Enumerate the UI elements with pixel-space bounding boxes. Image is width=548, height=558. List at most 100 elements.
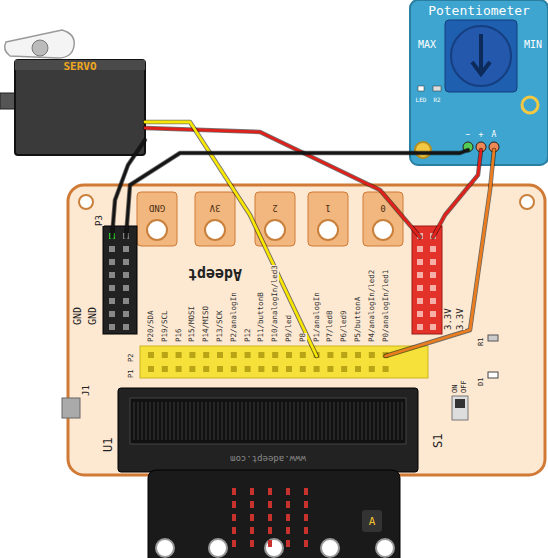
- header-pin: [355, 366, 361, 372]
- connector-rib: [194, 402, 195, 440]
- header-pin: [430, 285, 436, 291]
- header-pin: [123, 272, 129, 278]
- header-pin: [300, 366, 306, 372]
- header-pin: [369, 352, 375, 358]
- connector-rib: [242, 402, 243, 440]
- connector-rib: [218, 402, 219, 440]
- servo-drawing: [0, 30, 145, 155]
- pin-label: P20/SDA: [147, 310, 155, 342]
- pin-label: P8: [299, 333, 307, 342]
- header-pin: [123, 285, 129, 291]
- connector-rib: [150, 402, 151, 440]
- connector-rib: [226, 402, 227, 440]
- header-pin: [430, 272, 436, 278]
- header-pin: [300, 352, 306, 358]
- led: [250, 527, 254, 534]
- wire: [126, 150, 468, 237]
- header-pin: [327, 366, 333, 372]
- pin-label: P6/led9: [340, 310, 348, 342]
- connector-rib: [134, 402, 135, 440]
- led: [250, 488, 254, 495]
- connector-rib: [214, 402, 215, 440]
- led: [268, 514, 272, 521]
- header-pin: [148, 352, 154, 358]
- connector-rib: [146, 402, 147, 440]
- led: [268, 540, 272, 547]
- header-pin: [123, 246, 129, 252]
- header-pin: [417, 285, 423, 291]
- header-pin: [162, 352, 168, 358]
- header-pin: [176, 352, 182, 358]
- terminal-label: +: [479, 131, 484, 139]
- connector-rib: [374, 402, 375, 440]
- led: [304, 540, 308, 547]
- led: [268, 501, 272, 508]
- switch-label: ON: [452, 385, 459, 393]
- node-title: SERVO: [63, 61, 96, 72]
- pad-label: 1: [325, 203, 330, 212]
- connector-rib: [298, 402, 299, 440]
- part-label: LED: [416, 97, 427, 103]
- connector-rib: [326, 402, 327, 440]
- header-pin: [341, 366, 347, 372]
- connector-rib: [178, 402, 179, 440]
- pin-label: GND: [73, 307, 83, 325]
- led: [250, 540, 254, 547]
- header-pin: [176, 366, 182, 372]
- header-pin: [417, 259, 423, 265]
- header-pin: [430, 298, 436, 304]
- connector-rib: [302, 402, 303, 440]
- header-pin: [430, 259, 436, 265]
- pin-label: P5/buttonA: [354, 297, 362, 342]
- connector-rib: [282, 402, 283, 440]
- connector-rib: [362, 402, 363, 440]
- connector-rib: [366, 402, 367, 440]
- connector-rib: [390, 402, 391, 440]
- connector-rib: [190, 402, 191, 440]
- header-pin: [109, 311, 115, 317]
- connector-rib: [170, 402, 171, 440]
- connector-rib: [402, 402, 403, 440]
- terminal-label: A: [492, 131, 497, 139]
- header-pin: [383, 366, 389, 372]
- connector-rib: [338, 402, 339, 440]
- potentiometer-drawing: [410, 0, 548, 165]
- pad-label: GND: [149, 203, 165, 212]
- connector-rib: [234, 402, 235, 440]
- header-pin: [123, 298, 129, 304]
- header-pin: [123, 324, 129, 330]
- header-pin: [286, 366, 292, 372]
- header-pin: [231, 352, 237, 358]
- led: [304, 488, 308, 495]
- pin-label: P1: [128, 370, 135, 378]
- header-pin: [272, 352, 278, 358]
- connector-rib: [274, 402, 275, 440]
- header-pin: [109, 285, 115, 291]
- header-pin: [245, 352, 251, 358]
- button-label: A: [369, 516, 376, 527]
- pin-label: P13/SCK: [216, 310, 224, 342]
- part-label: R2: [433, 97, 440, 103]
- pin-label: P10/analogIn/led3: [271, 265, 279, 342]
- header-pin: [258, 352, 264, 358]
- node-text: MAX: [418, 40, 436, 50]
- pin-label: P19/SCL: [161, 310, 169, 342]
- connector-rib: [342, 402, 343, 440]
- header-pin: [109, 298, 115, 304]
- led: [250, 514, 254, 521]
- header-pin: [417, 324, 423, 330]
- connector-rib: [142, 402, 143, 440]
- header-pin: [109, 272, 115, 278]
- pad-label: 0: [380, 203, 385, 212]
- connector-rib: [266, 402, 267, 440]
- led: [268, 488, 272, 495]
- connector-rib: [262, 402, 263, 440]
- header-pin: [109, 246, 115, 252]
- connector-rib: [334, 402, 335, 440]
- microbit-drawing: [148, 470, 400, 558]
- header-pin: [327, 352, 333, 358]
- pin-label: P1/analogIn: [313, 292, 321, 342]
- header-pin: [203, 366, 209, 372]
- connector-rib: [246, 402, 247, 440]
- header-pin: [109, 259, 115, 265]
